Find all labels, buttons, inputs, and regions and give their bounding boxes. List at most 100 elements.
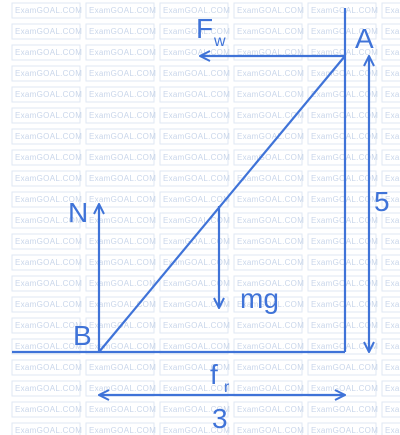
watermark-text: ExamGOAL.COM (311, 405, 378, 414)
watermark-text: ExamGOAL.COM (385, 405, 400, 414)
watermark-tile (85, 149, 155, 166)
watermark-text: ExamGOAL.COM (89, 405, 156, 414)
watermark-tile (85, 317, 155, 334)
watermark-tile (233, 170, 303, 187)
watermark-tile (85, 359, 155, 376)
watermark-text: ExamGOAL.COM (237, 111, 304, 120)
watermark-tile (307, 2, 377, 19)
watermark-tile (233, 359, 303, 376)
watermark-text: ExamGOAL.COM (15, 237, 82, 246)
watermark-tile (381, 149, 400, 166)
watermark-tile (85, 233, 155, 250)
watermark-tile (159, 170, 229, 187)
watermark-tile (85, 275, 155, 292)
watermark-text: ExamGOAL.COM (385, 69, 400, 78)
watermark-tile (233, 275, 303, 292)
watermark-text: ExamGOAL.COM (163, 300, 230, 309)
watermark-tile (233, 296, 303, 313)
watermark-tile (85, 86, 155, 103)
watermark-text: ExamGOAL.COM (237, 321, 304, 330)
watermark-text: ExamGOAL.COM (237, 153, 304, 162)
watermark-tile (85, 23, 155, 40)
watermark-tile (11, 170, 81, 187)
watermark-tile (11, 338, 81, 355)
watermark-tile (381, 233, 400, 250)
base-label: 3 (212, 403, 228, 434)
watermark-tile (11, 380, 81, 397)
watermark-text: ExamGOAL.COM (163, 111, 230, 120)
friction-subscript: r (224, 379, 230, 396)
watermark-tile (381, 128, 400, 145)
watermark-text: ExamGOAL.COM (385, 132, 400, 141)
watermark-text: ExamGOAL.COM (89, 342, 156, 351)
watermark-tile (11, 401, 81, 418)
watermark-tile (11, 149, 81, 166)
watermark-tile (159, 275, 229, 292)
watermark-text: ExamGOAL.COM (89, 48, 156, 57)
watermark-text: ExamGOAL.COM (163, 258, 230, 267)
watermark-text: ExamGOAL.COM (237, 174, 304, 183)
watermark-tile (159, 254, 229, 271)
watermark-tile (381, 2, 400, 19)
wall-force-subscript: w (213, 33, 226, 50)
watermark-text: ExamGOAL.COM (15, 342, 82, 351)
watermark-tile (11, 191, 81, 208)
point-b-label: B (73, 320, 92, 351)
watermark-tile (233, 317, 303, 334)
watermark-tile (11, 254, 81, 271)
watermark-text: ExamGOAL.COM (385, 363, 400, 372)
ladder-line (98, 55, 346, 353)
watermark-tile (159, 2, 229, 19)
watermark-text: ExamGOAL.COM (163, 384, 230, 393)
watermark-tile (233, 212, 303, 229)
watermark-tile (85, 296, 155, 313)
watermark-text: ExamGOAL.COM (385, 174, 400, 183)
watermark-tile (381, 422, 400, 435)
watermark-text: ExamGOAL.COM (163, 342, 230, 351)
watermark-text: ExamGOAL.COM (385, 300, 400, 309)
watermark-tile (159, 128, 229, 145)
watermark-text: ExamGOAL.COM (385, 321, 400, 330)
watermark-tile (307, 401, 377, 418)
watermark-tile (159, 44, 229, 61)
watermark-text: ExamGOAL.COM (89, 132, 156, 141)
watermark-tile (381, 23, 400, 40)
watermark-tile (233, 191, 303, 208)
watermark-tile (159, 317, 229, 334)
watermark-tile (85, 44, 155, 61)
watermark-text: ExamGOAL.COM (311, 426, 378, 435)
watermark-text: ExamGOAL.COM (163, 237, 230, 246)
watermark-text: ExamGOAL.COM (163, 405, 230, 414)
watermark-text: ExamGOAL.COM (15, 384, 82, 393)
watermark-tile (11, 86, 81, 103)
watermark-tile (307, 149, 377, 166)
watermark-tile (307, 359, 377, 376)
watermark-text: ExamGOAL.COM (89, 300, 156, 309)
watermark-tile (307, 128, 377, 145)
watermark-text: ExamGOAL.COM (15, 363, 82, 372)
watermark-text: ExamGOAL.COM (385, 111, 400, 120)
watermark-tile (381, 65, 400, 82)
watermark-text: ExamGOAL.COM (163, 216, 230, 225)
watermark-text: ExamGOAL.COM (385, 342, 400, 351)
watermark-tile (381, 359, 400, 376)
watermark-tile (381, 380, 400, 397)
watermark-text: ExamGOAL.COM (237, 279, 304, 288)
watermark-tile (159, 149, 229, 166)
watermark-text: ExamGOAL.COM (237, 195, 304, 204)
watermark-text: ExamGOAL.COM (15, 405, 82, 414)
watermark-tile (159, 191, 229, 208)
watermark-tile (11, 296, 81, 313)
watermark-tile (233, 233, 303, 250)
watermark-text: ExamGOAL.COM (15, 90, 82, 99)
watermark-text: ExamGOAL.COM (163, 195, 230, 204)
watermark-text: ExamGOAL.COM (385, 279, 400, 288)
watermark-text: ExamGOAL.COM (385, 258, 400, 267)
watermark-tile (307, 317, 377, 334)
watermark-tile (233, 107, 303, 124)
watermark-tile (11, 275, 81, 292)
watermark-text: ExamGOAL.COM (89, 426, 156, 435)
wall-force-label: F (196, 13, 213, 44)
